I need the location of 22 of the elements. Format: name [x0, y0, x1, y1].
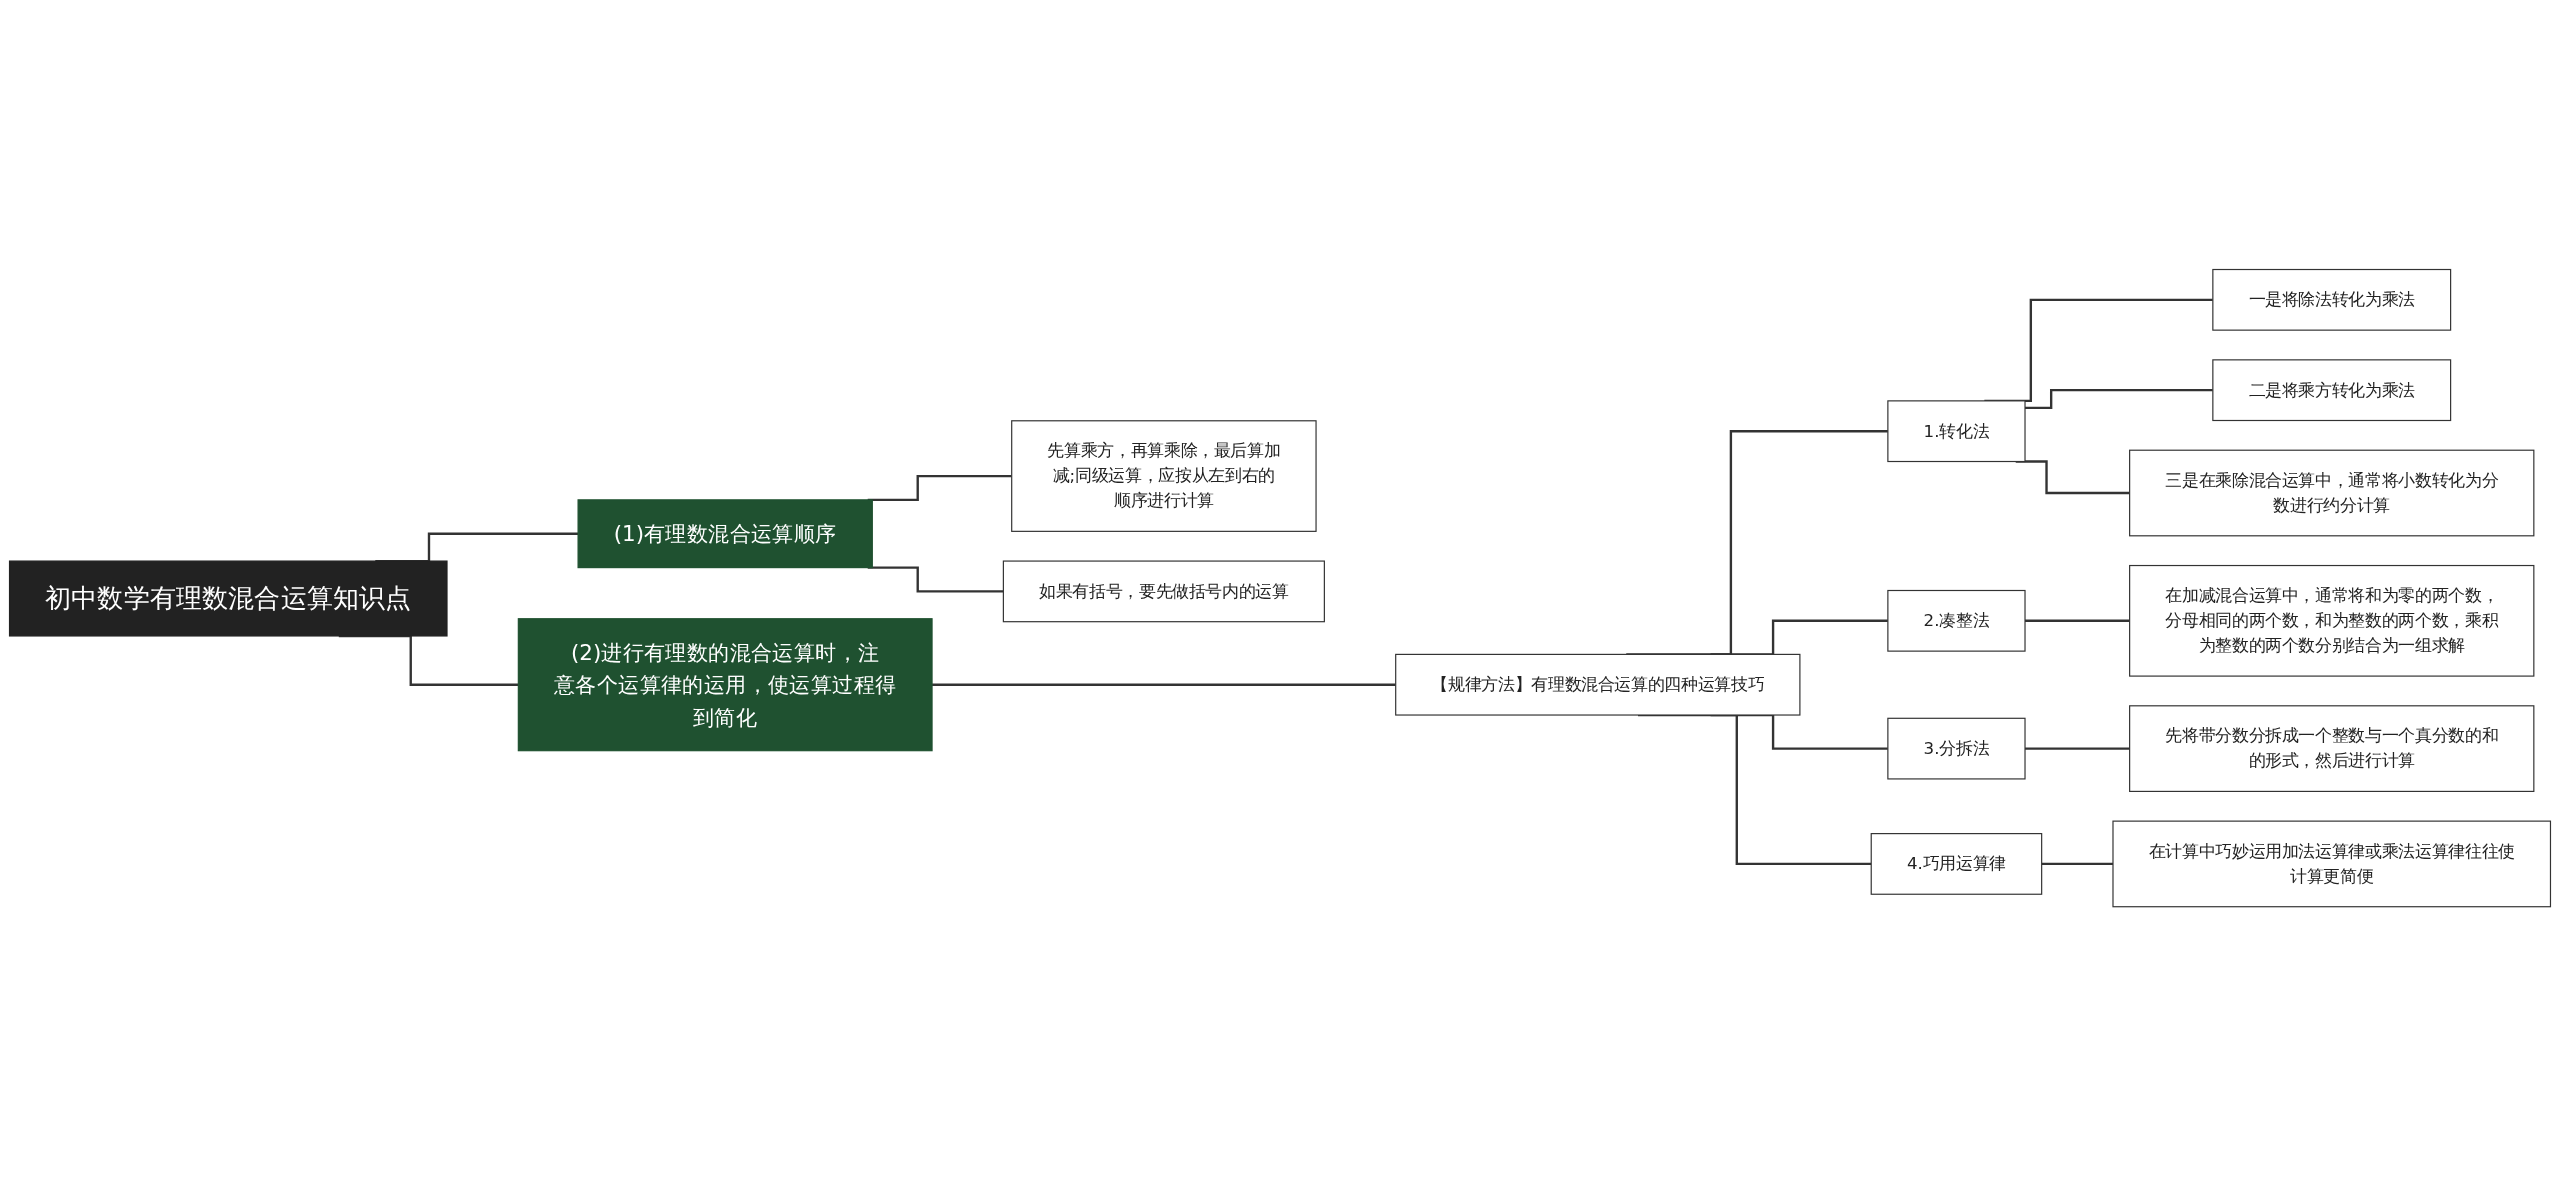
connector — [2025, 389, 2213, 410]
node-box: 三是在乘除混合运算中，通常将小数转化为分数进行约分计算 — [2129, 450, 2535, 537]
node-box: 4.巧用运算律 — [1870, 833, 2043, 896]
connector — [2025, 620, 2130, 623]
node-box: (2)进行有理数的混合运算时，注意各个运算律的运用，使运算过程得到简化 — [517, 618, 933, 752]
node-box: 先将带分数分拆成一个整数与一个真分数的和的形式，然后进行计算 — [2129, 705, 2535, 793]
node-box: 3.分拆法 — [1887, 718, 2026, 780]
node-box: 一是将除法转化为乘法 — [2212, 269, 2452, 332]
connector — [932, 683, 1396, 687]
connector — [2025, 747, 2130, 751]
node-box: 初中数学有理数混合运算知识点 — [8, 560, 448, 637]
connector — [2041, 863, 2113, 866]
node-box: 在加减混合运算中，通常将和为零的两个数，分母相同的两个数，和为整数的两个数，乘积为整数的两个数分别结合为一组求解 — [2129, 565, 2535, 678]
node-box: 【规律方法】有理数混合运算的四种运算技巧 — [1395, 654, 1801, 716]
node-box: 在计算中巧妙运用加法运算律或乘法运算律往往使计算更简便 — [2112, 820, 2552, 908]
node-box: 2.凑整法 — [1887, 590, 2026, 653]
node-box: 1.转化法 — [1887, 400, 2026, 463]
connector — [867, 566, 1004, 593]
node-box: 二是将乘方转化为乘法 — [2212, 359, 2452, 422]
node-box: 如果有括号，要先做括号内的运算 — [1002, 560, 1325, 623]
node-box: 先算乘方，再算乘除，最后算加减;同级运算，应按从左到右的顺序进行计算 — [1011, 420, 1317, 533]
node-box: (1)有理数混合运算顺序 — [577, 499, 873, 569]
